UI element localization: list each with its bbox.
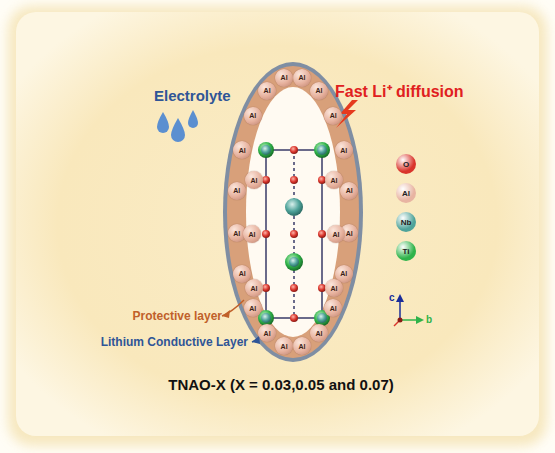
atom-label: Al	[281, 343, 288, 350]
text-label: Protective layer	[133, 309, 222, 323]
atom-label: Al	[315, 330, 322, 337]
atom-label: Al	[249, 231, 256, 238]
atom-label: Al	[346, 187, 353, 194]
atom-circle: Al	[293, 69, 311, 87]
atom-label: Al	[331, 285, 338, 292]
atom-circle: Al	[275, 69, 293, 87]
atom-label: Al	[315, 87, 322, 94]
atom-label: Al	[264, 330, 271, 337]
text-label: Fast Li⁺ diffusion	[335, 80, 464, 102]
legend-swatch: Nb	[396, 212, 416, 232]
atom-circle: Al	[310, 82, 328, 100]
atom-label: Al	[340, 270, 347, 277]
legend-swatch: Ti	[396, 241, 416, 261]
text-label: Electrolyte	[154, 87, 231, 104]
text-label: b	[426, 314, 432, 325]
atom-label: Al	[340, 147, 347, 154]
atom-circle: Al	[243, 225, 261, 243]
atom-circle: Al	[325, 171, 343, 189]
caption: TNAO-X (X = 0.03,0.05 and 0.07)	[168, 376, 394, 393]
atom-circle: Al	[244, 107, 262, 125]
atom-circle: Al	[228, 182, 246, 200]
atom-label: Al	[239, 147, 246, 154]
atom-label: Al	[251, 285, 258, 292]
atom-label: Al	[249, 112, 256, 119]
atom-label: Al	[298, 343, 305, 350]
atom-circle: Al	[310, 324, 328, 342]
atom-circle: Al	[325, 279, 343, 297]
atom-label: Al	[264, 87, 271, 94]
legend-swatch: O	[396, 154, 416, 174]
text-label: c	[389, 292, 395, 303]
atom-label: Al	[330, 112, 337, 119]
legend-text: Ti	[403, 247, 410, 256]
atom-label: Al	[281, 74, 288, 81]
atom-label: Al	[233, 230, 240, 237]
atom-label: Al	[239, 270, 246, 277]
atom-circle: Al	[245, 279, 263, 297]
atom-label: Al	[331, 177, 338, 184]
legend-text: Nb	[401, 218, 412, 227]
atom-circle: Al	[327, 225, 345, 243]
text-label: Lithium Conductive Layer	[101, 335, 248, 349]
atom-circle: Al	[245, 171, 263, 189]
legend-swatch: Al	[396, 183, 416, 203]
atom-label: Al	[330, 305, 337, 312]
atom-circle: Al	[340, 182, 358, 200]
legend-text: O	[403, 160, 409, 169]
atom-circle: Al	[335, 141, 353, 159]
atom-label: Al	[249, 305, 256, 312]
atom-circle: Al	[293, 337, 311, 355]
atom-circle: Al	[244, 299, 262, 317]
atom-label: Al	[333, 231, 340, 238]
atom-circle: Al	[258, 82, 276, 100]
atom-label: Al	[233, 187, 240, 194]
atom-circle: Al	[275, 337, 293, 355]
atom-circle: Al	[258, 324, 276, 342]
atom-circle: Al	[324, 299, 342, 317]
atom-circle: Al	[324, 107, 342, 125]
atom-label: Al	[298, 74, 305, 81]
atom-label: Al	[346, 230, 353, 237]
atom-circle: Al	[233, 141, 251, 159]
atom-label: Al	[251, 177, 258, 184]
legend-text: Al	[402, 189, 410, 198]
